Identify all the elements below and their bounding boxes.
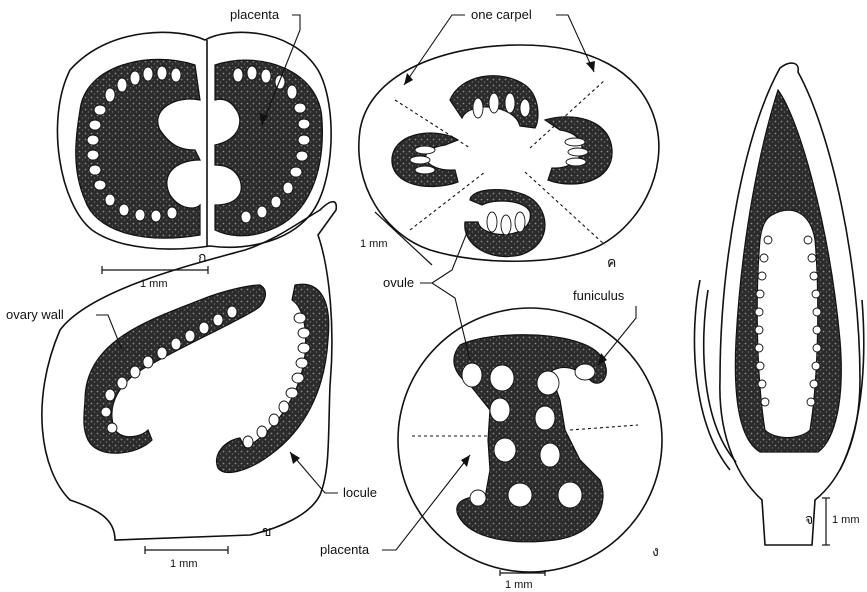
fig-a-right-locule-tissue bbox=[215, 60, 322, 236]
fig-a-letter: ก bbox=[198, 250, 206, 266]
leader-placenta-bottom bbox=[382, 455, 470, 550]
leader-ovule-c bbox=[432, 230, 468, 283]
figure-c: one carpel 1 mm ค bbox=[359, 7, 659, 271]
fig-c-scale-label: 1 mm bbox=[360, 238, 388, 250]
fig-e-letter: จ bbox=[805, 512, 813, 528]
fig-d-letter: ง bbox=[652, 544, 659, 560]
figure-b: ovary wall locule 1 mm ข bbox=[6, 202, 377, 570]
fig-c-letter: ค bbox=[607, 255, 616, 271]
label-funiculus: funiculus bbox=[573, 288, 625, 303]
label-one-carpel: one carpel bbox=[471, 7, 532, 22]
figure-a: 1 mm ก placenta bbox=[57, 7, 331, 290]
label-placenta-top: placenta bbox=[230, 7, 280, 22]
label-placenta-bottom: placenta bbox=[320, 542, 370, 557]
leader-funiculus bbox=[598, 306, 636, 365]
fig-b-ovary-outline bbox=[42, 202, 336, 540]
fig-e-scale-label: 1 mm bbox=[832, 514, 860, 526]
fig-c-ovules bbox=[410, 93, 588, 235]
figure-d: ovule funiculus placenta 1 mm ง bbox=[320, 230, 662, 591]
fig-e-sepal-left bbox=[694, 280, 730, 470]
figure-e: 1 mm จ bbox=[694, 63, 863, 545]
leader-one-carpel-left bbox=[404, 15, 465, 85]
label-ovule: ovule bbox=[383, 275, 414, 290]
fig-d-scale-label: 1 mm bbox=[505, 579, 533, 591]
fig-b-letter: ข bbox=[262, 524, 272, 540]
label-ovary-wall: ovary wall bbox=[6, 307, 64, 322]
label-locule: locule bbox=[343, 485, 377, 500]
fig-b-scale-label: 1 mm bbox=[170, 558, 198, 570]
